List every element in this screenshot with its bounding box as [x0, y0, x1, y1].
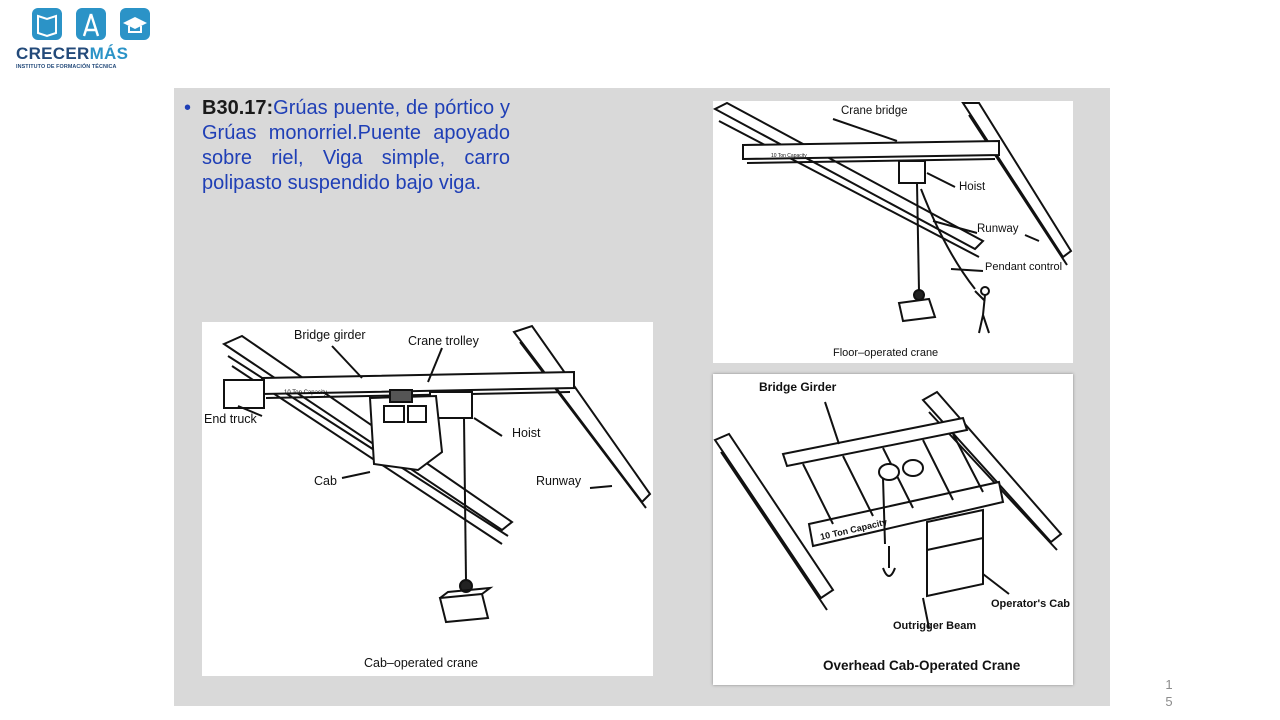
figure-overhead-cab-crane: 10 Ton Capacity Bridge Girder Operator's… — [713, 374, 1073, 685]
floor-crane-drawing: 10 Ton Capacity — [713, 101, 1073, 334]
label-bridge-girder: Bridge girder — [294, 328, 366, 342]
logo-wordmark-main: CRECER — [16, 44, 90, 63]
compass-icon — [76, 8, 106, 40]
label-crane-trolley: Crane trolley — [408, 334, 479, 348]
bullet-code: B30.17: — [202, 97, 274, 119]
label-outrigger-beam: Outrigger Beam — [893, 620, 977, 632]
label-bridge-girder: Bridge Girder — [759, 380, 837, 394]
label-hoist: Hoist — [959, 181, 986, 193]
logo-icons — [32, 8, 150, 40]
logo-wordmark-accent: MÁS — [89, 44, 129, 63]
label-runway: Runway — [536, 474, 582, 488]
label-operators-cab: Operator's Cab — [991, 598, 1071, 610]
institute-logo: CRECERMÁS INSTITUTO DE FORMACIÓN TÉCNICA — [14, 4, 150, 74]
figure-cab-operated-crane: 10 Ton Capacity Bridge girder Crane trol… — [202, 322, 653, 676]
page-number-digit-1: 1 — [1165, 677, 1173, 692]
caption-cab-crane: Cab–operated crane — [364, 656, 478, 670]
page-number-digit-2: 5 — [1165, 694, 1173, 709]
overhead-crane-drawing: 10 Ton Capacity — [713, 390, 1063, 629]
label-runway: Runway — [977, 223, 1019, 235]
label-end-truck: End truck — [204, 412, 257, 426]
logo-wordmark: CRECERMÁS — [16, 44, 128, 64]
caption-overhead-crane: Overhead Cab-Operated Crane — [823, 658, 1021, 673]
bullet-dot: • — [184, 97, 192, 119]
logo-subtitle: INSTITUTO DE FORMACIÓN TÉCNICA — [16, 64, 117, 70]
figure-floor-operated-crane: 10 Ton Capacity Crane bridge Hoist Runwa… — [713, 101, 1073, 363]
floor-capacity-label: 10 Ton Capacity — [771, 153, 807, 159]
label-crane-bridge: Crane bridge — [841, 105, 908, 117]
caption-floor-crane: Floor–operated crane — [833, 347, 939, 359]
label-cab: Cab — [314, 474, 337, 488]
bullet-text: Grúas puente, de pórtico y Grúas monorri… — [202, 97, 510, 194]
label-hoist: Hoist — [512, 426, 541, 440]
bullet-point: • B30.17:Grúas puente, de pórtico y Grúa… — [184, 96, 510, 196]
page-number: 1 5 — [1164, 676, 1174, 710]
label-pendant-control: Pendant control — [985, 261, 1063, 273]
bullet-text-block: B30.17:Grúas puente, de pórtico y Grúas … — [202, 96, 510, 196]
cab-crane-drawing: 10 Ton Capacity — [221, 324, 652, 624]
cab-capacity-label: 10 Ton Capacity — [284, 390, 327, 396]
